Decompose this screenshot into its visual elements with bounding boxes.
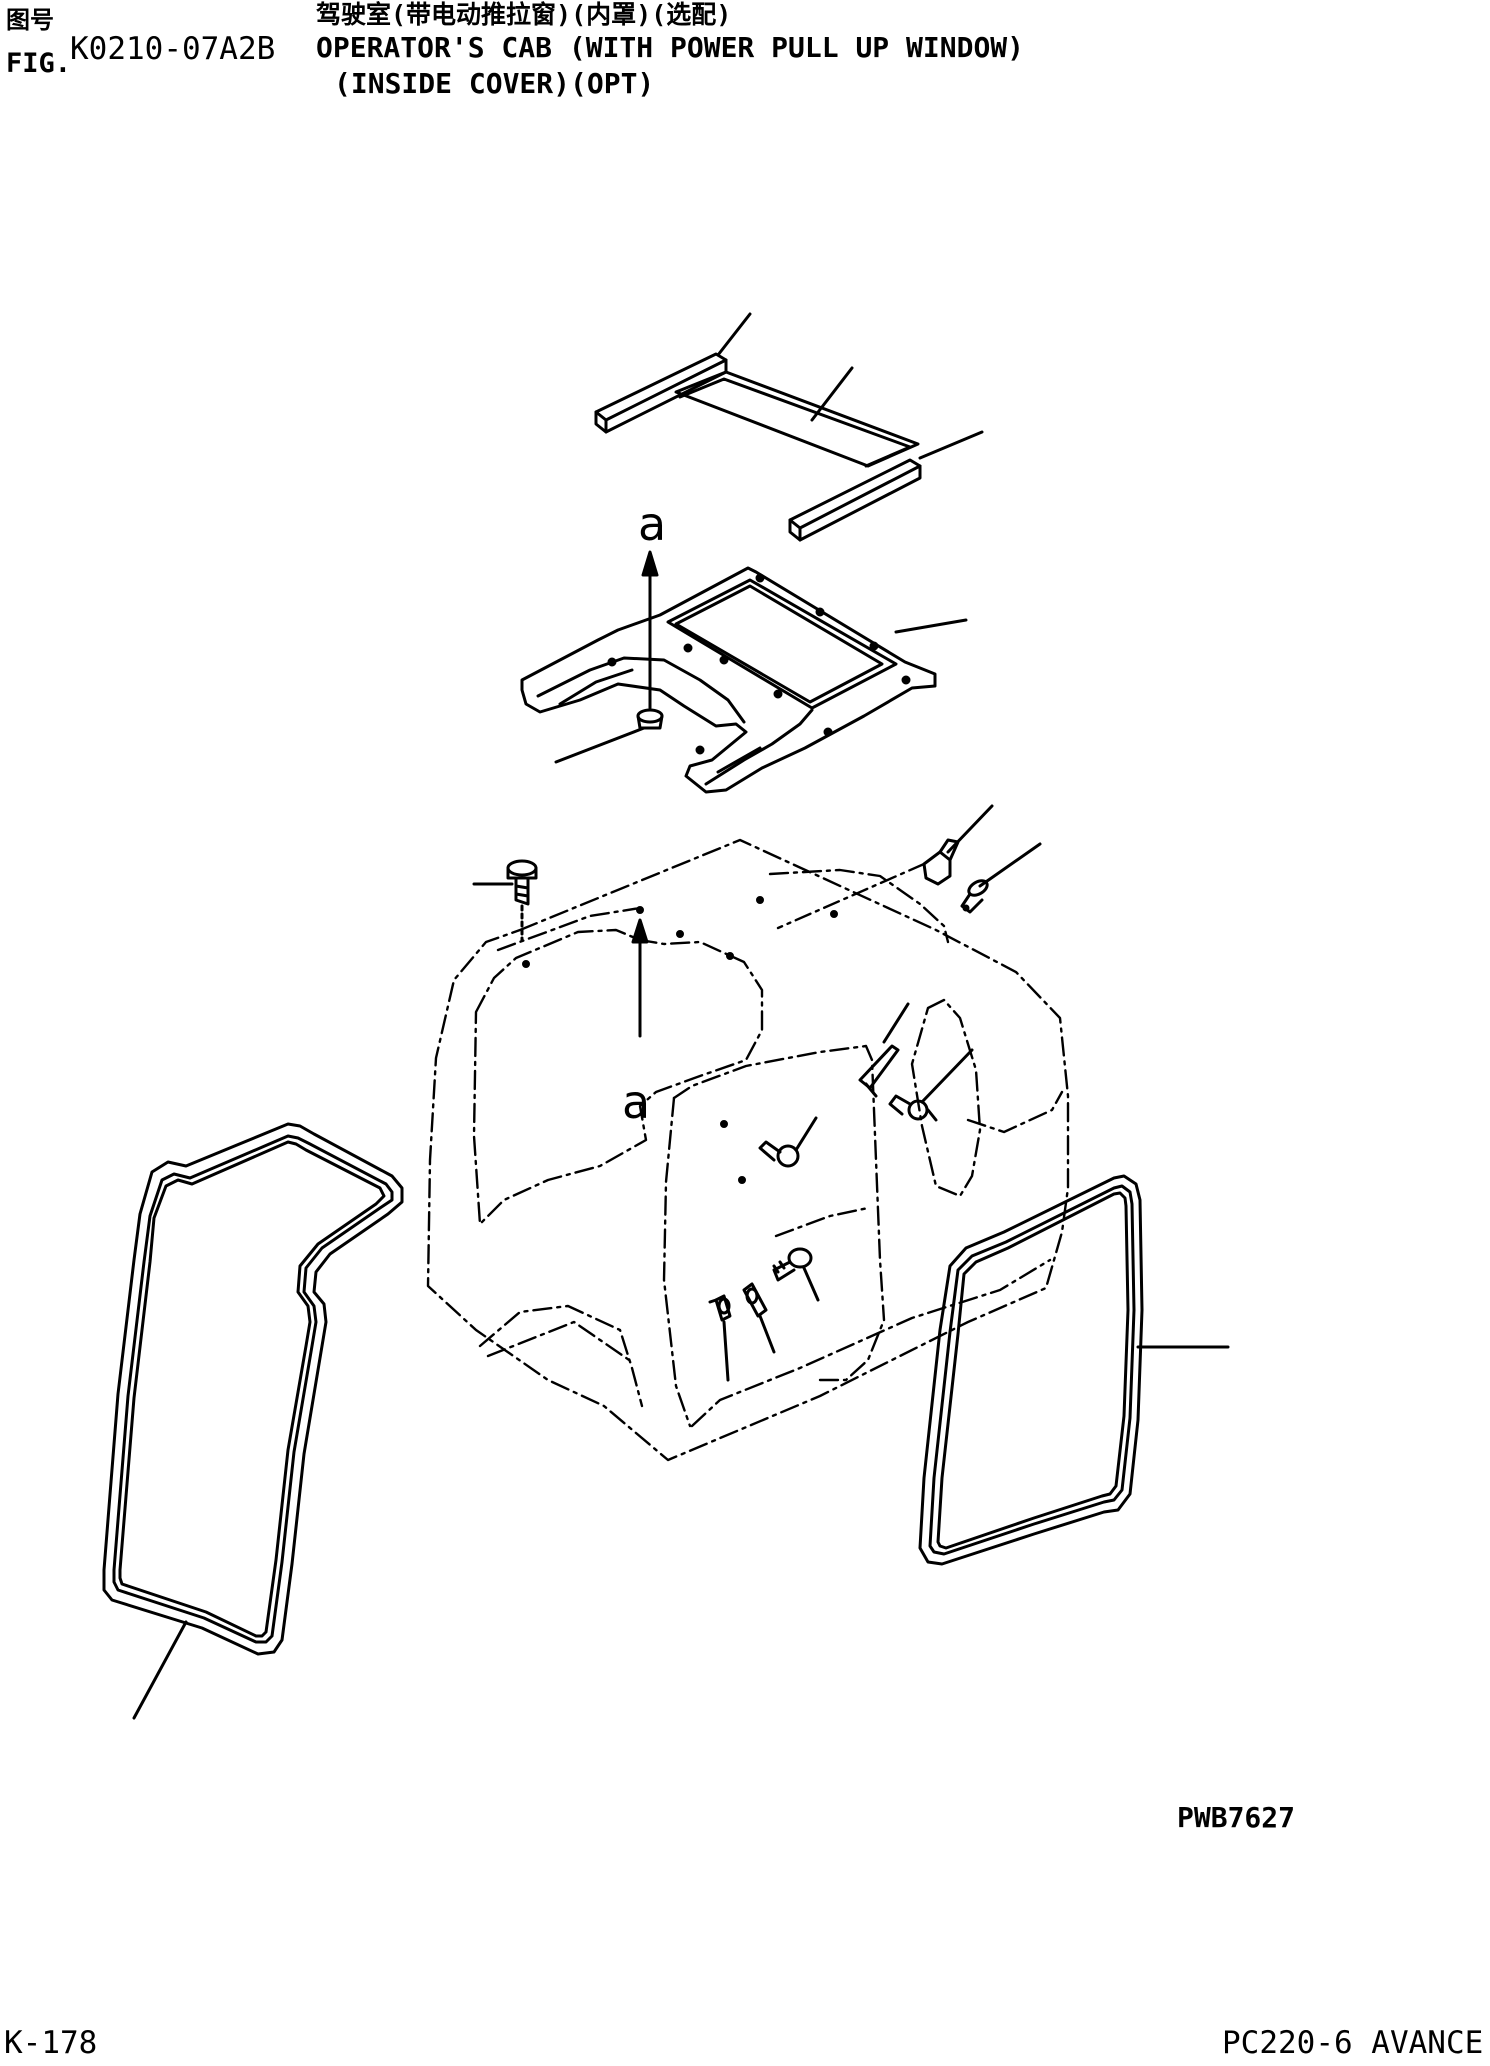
roof-inner-cover-panel bbox=[520, 566, 968, 794]
right-window-seal bbox=[918, 1174, 1230, 1566]
cab-body-phantom bbox=[426, 838, 1070, 1462]
figure-header: 图号 FIG. K0210-07A2B 驾驶室(带电动推拉窗)(内罩)(选配) … bbox=[0, 0, 1490, 110]
callout-a-lower: a bbox=[622, 906, 650, 1129]
lower-bracket-right bbox=[742, 1282, 776, 1354]
roof-cover-fastener bbox=[554, 708, 664, 764]
cab-mounting-holes bbox=[522, 896, 838, 1184]
figure-label-en: FIG. bbox=[6, 48, 72, 79]
figure-number: K0210-07A2B bbox=[70, 31, 276, 67]
lower-bolt bbox=[772, 1247, 820, 1302]
callout-letter-a-lower: a bbox=[622, 1075, 650, 1129]
pillar-screw-upper bbox=[888, 1048, 974, 1122]
exploded-parts-drawing: a bbox=[0, 110, 1490, 1970]
figure-title-cn: 驾驶室(带电动推拉窗)(内罩)(选配) bbox=[316, 0, 732, 29]
lower-bracket-left bbox=[708, 1294, 732, 1382]
illustration-code: PWB7627 bbox=[1177, 1801, 1296, 1834]
top-left-bolt bbox=[472, 859, 538, 942]
callout-letter-a-upper: a bbox=[638, 497, 666, 551]
top-right-clip bbox=[776, 804, 994, 930]
left-window-seal bbox=[102, 1122, 404, 1720]
figure-title-en-line1: OPERATOR'S CAB (WITH POWER PULL UP WINDO… bbox=[316, 31, 1025, 64]
pillar-screw-left bbox=[758, 1116, 818, 1168]
roof-side-rail-right bbox=[788, 430, 984, 542]
machine-model: PC220-6 AVANCE bbox=[1222, 2025, 1484, 2061]
page-number: K-178 bbox=[4, 2025, 98, 2061]
top-right-screw bbox=[960, 842, 1042, 914]
roof-liner-pad bbox=[674, 366, 920, 468]
figure-title-en-line2: (INSIDE COVER)(OPT) bbox=[334, 67, 655, 100]
callout-a-upper: a bbox=[638, 497, 666, 710]
figure-label-cn: 图号 bbox=[6, 6, 54, 34]
rear-window-clip bbox=[858, 1002, 910, 1098]
